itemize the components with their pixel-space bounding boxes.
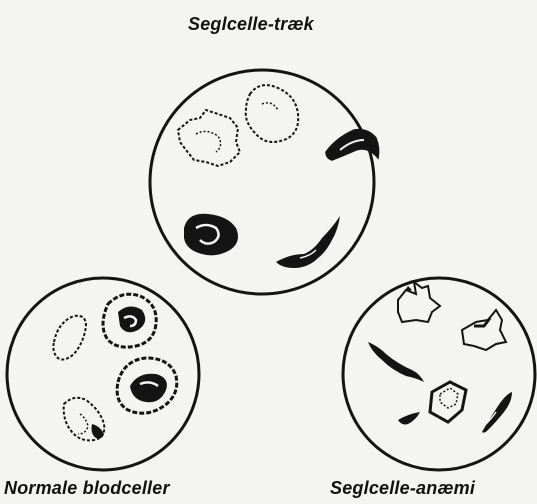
normal-cell: [64, 398, 105, 441]
sickle-cell-elongated: [368, 342, 424, 382]
sickle-cell-elongated: [482, 392, 512, 433]
normal-cell: [103, 294, 156, 347]
sickle-cell-trait-field: [150, 70, 379, 294]
sickle-cell: [398, 412, 420, 425]
crenated-cell: [462, 310, 506, 350]
crenated-cell: [178, 110, 240, 166]
normal-cell: [117, 358, 177, 413]
crenated-cell: [430, 382, 466, 422]
sickle-cell-elongated: [276, 216, 340, 268]
normal-blood-cells-field: [7, 278, 199, 470]
crenated-cell: [398, 282, 440, 322]
normal-cell: [246, 85, 299, 142]
sickle-cell-anemia-field: [343, 278, 535, 470]
normal-cell: [53, 316, 86, 360]
dark-cell: [184, 214, 238, 256]
